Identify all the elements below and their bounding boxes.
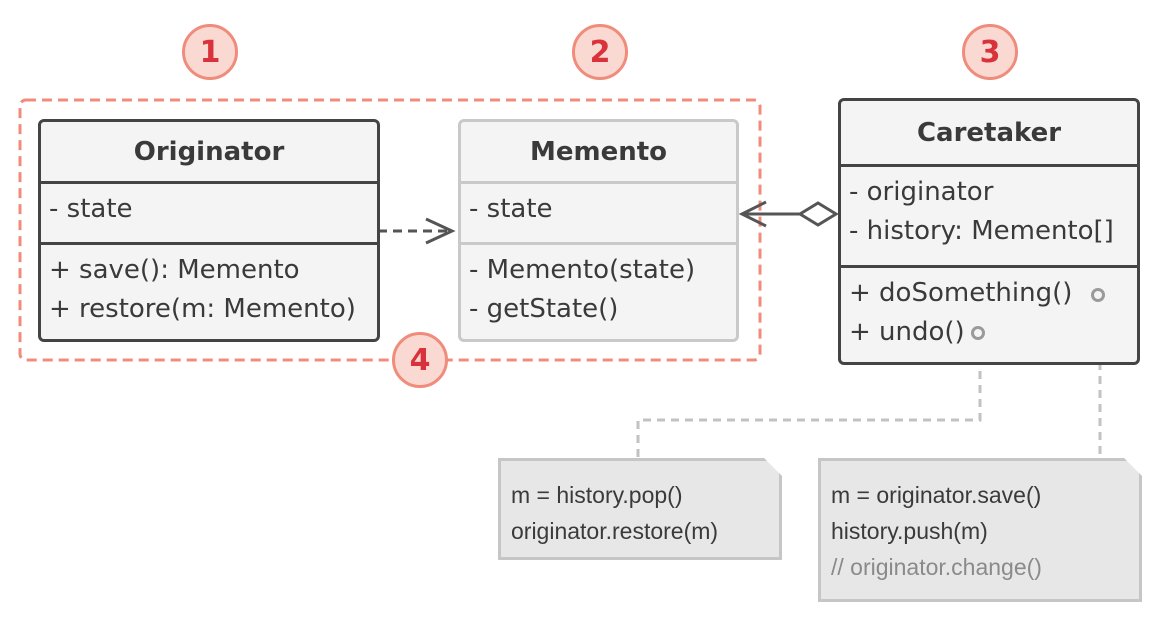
aggregation-arrowhead [738,200,767,228]
caretaker-class-name: Caretaker [841,101,1137,164]
undo-note: m = history.pop() originator.restore(m) [498,458,782,560]
method: - getState() [469,294,619,324]
note-line: history.push(m) [831,518,988,544]
method: + undo() [849,317,965,347]
field: - originator [849,177,994,207]
badge-3: 3 [962,24,1018,80]
originator-methods: + save(): Memento + restore(m: Memento) [41,245,377,339]
dependency-arrowhead [425,217,456,245]
field: - history: Memento[] [849,216,1114,246]
method: + save(): Memento [49,255,300,285]
caretaker-methods: + doSomething() + undo() [841,268,1137,362]
dosomething-note: m = originator.save() history.push(m) //… [818,458,1142,602]
field: - state [49,194,133,224]
caretaker-fields: - originator - history: Memento[] [841,167,1137,265]
undo-note-link [636,343,982,460]
caretaker-class: Caretaker - originator - history: Mement… [838,98,1140,365]
method: - Memento(state) [469,255,696,285]
badge-2: 2 [572,24,628,80]
note-line: m = history.pop() [511,482,683,508]
memento-class: Memento - state - Memento(state) - getSt… [458,119,739,342]
originator-class-name: Originator [41,122,377,181]
memento-fields: - state [461,184,736,242]
memento-class-name: Memento [461,122,736,181]
badge-1: 1 [182,24,238,80]
dosomething-port [1091,288,1105,302]
method: + doSomething() [849,278,1073,308]
method: + restore(m: Memento) [49,294,356,324]
field: - state [469,194,553,224]
note-line: originator.restore(m) [511,518,719,544]
aggregation-diamond [797,201,839,227]
note-comment: // originator.change() [831,554,1042,580]
badge-4: 4 [392,332,448,388]
undo-port [971,326,985,340]
originator-class: Originator - state + save(): Memento + r… [38,119,380,342]
originator-fields: - state [41,184,377,242]
memento-methods: - Memento(state) - getState() [461,245,736,339]
note-line: m = originator.save() [831,482,1042,508]
